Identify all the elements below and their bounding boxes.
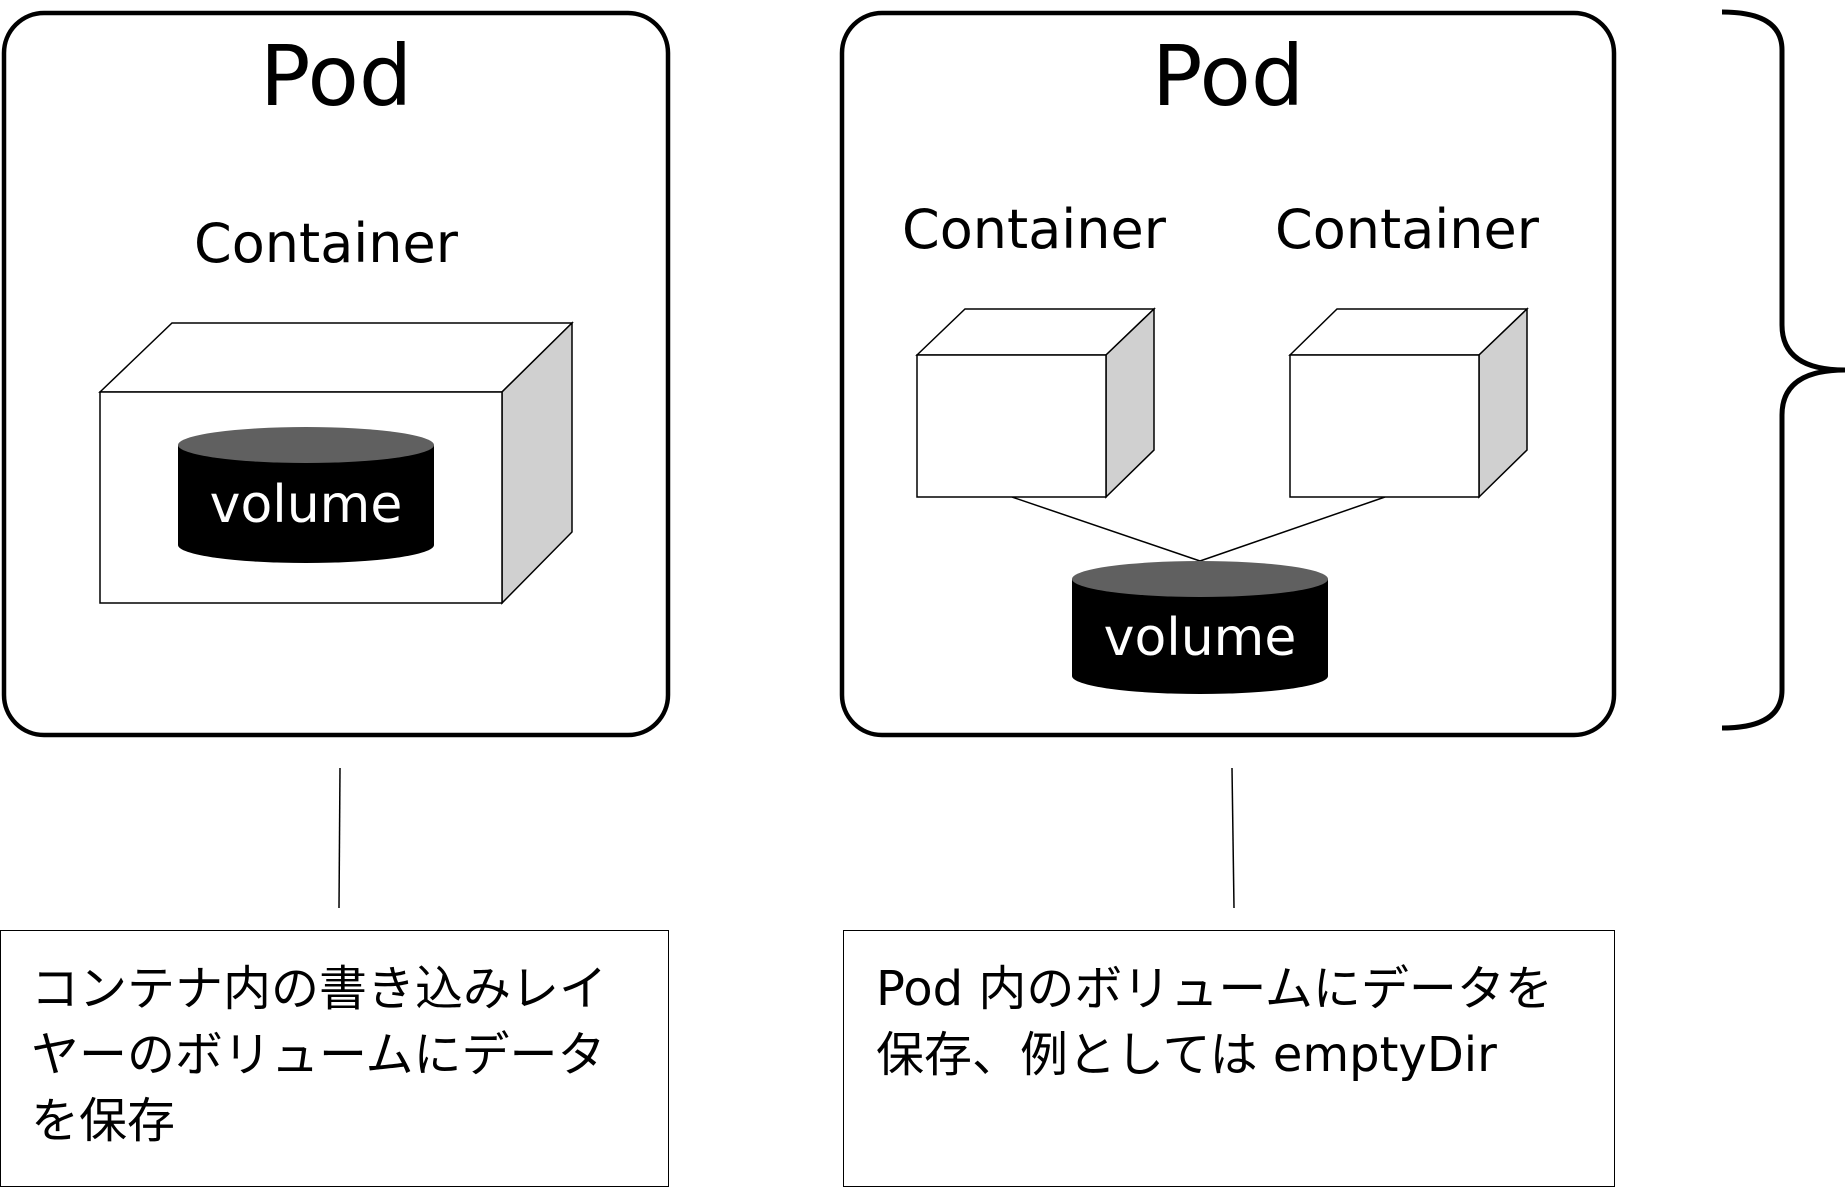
note-box-right: Pod 内のボリュームにデータを保存、例としては emptyDir bbox=[843, 930, 1615, 1187]
pod-right-frame bbox=[839, 10, 1617, 738]
note-box-left: コンテナ内の書き込みレイヤーのボリュームにデータを保存 bbox=[0, 930, 669, 1187]
pod-right-container-label-2: Container bbox=[1275, 198, 1540, 261]
connector-line-2 bbox=[1199, 496, 1386, 562]
leader-line-left bbox=[338, 767, 341, 909]
volume-body bbox=[1072, 579, 1328, 694]
note-right-text: Pod 内のボリュームにデータを保存、例としては emptyDir bbox=[876, 961, 1553, 1083]
right-brace bbox=[1721, 9, 1846, 731]
pod-right-title: Pod bbox=[1152, 27, 1304, 125]
volume-top bbox=[1072, 561, 1328, 597]
pod-left-volume-label: volume bbox=[210, 475, 403, 535]
pod-right-volume: volume bbox=[1072, 561, 1328, 694]
cube-front-face bbox=[916, 354, 1107, 498]
cube-front-face bbox=[1289, 354, 1480, 498]
pod-right: Pod Container Container volume bbox=[839, 10, 1617, 738]
pod-right-container-label-1: Container bbox=[902, 198, 1167, 261]
volume-top bbox=[178, 427, 434, 463]
note-left-text: コンテナ内の書き込みレイヤーのボリュームにデータを保存 bbox=[31, 961, 608, 1149]
pod-right-volume-label: volume bbox=[1104, 608, 1297, 668]
cube-top-face bbox=[98, 322, 574, 393]
leader-line-right bbox=[1231, 767, 1235, 909]
connector-line-1 bbox=[1011, 496, 1201, 562]
volume-body bbox=[178, 445, 434, 563]
pod-left-title: Pod bbox=[260, 27, 412, 125]
pod-left: Pod Container volume bbox=[1, 10, 671, 738]
pod-right-container-cube-2 bbox=[1288, 307, 1529, 499]
pod-left-volume: volume bbox=[178, 427, 434, 563]
pod-right-container-cube-1 bbox=[915, 307, 1156, 499]
pod-left-container-label: Container bbox=[194, 212, 459, 275]
